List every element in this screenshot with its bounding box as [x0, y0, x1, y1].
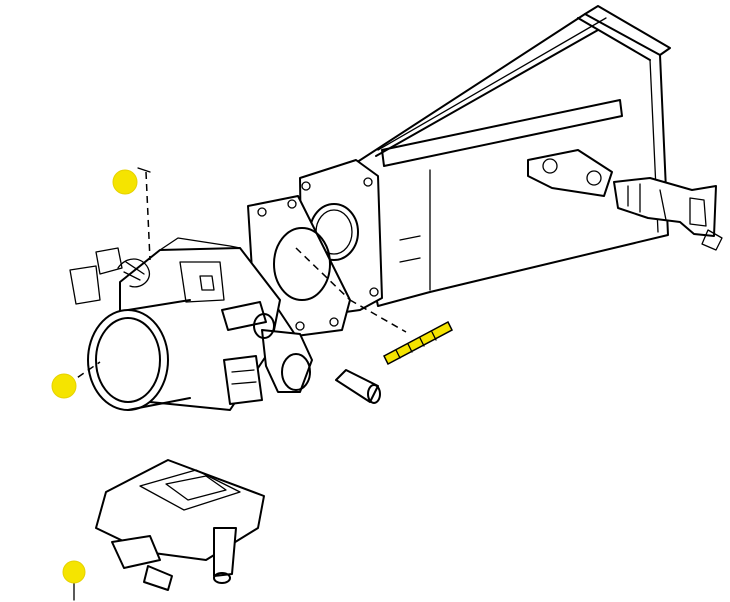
sensor-assembly: [527, 149, 723, 251]
callout-top: [112, 169, 138, 195]
throttle-body-assembly: [69, 237, 313, 411]
idle-air-control-valve: [95, 459, 265, 591]
stud-bolt: [383, 320, 453, 366]
callout-left: [51, 373, 77, 399]
callout-bottom: [62, 560, 86, 584]
intake-plenum: [299, 5, 671, 319]
pipe-sleeve: [335, 369, 381, 404]
